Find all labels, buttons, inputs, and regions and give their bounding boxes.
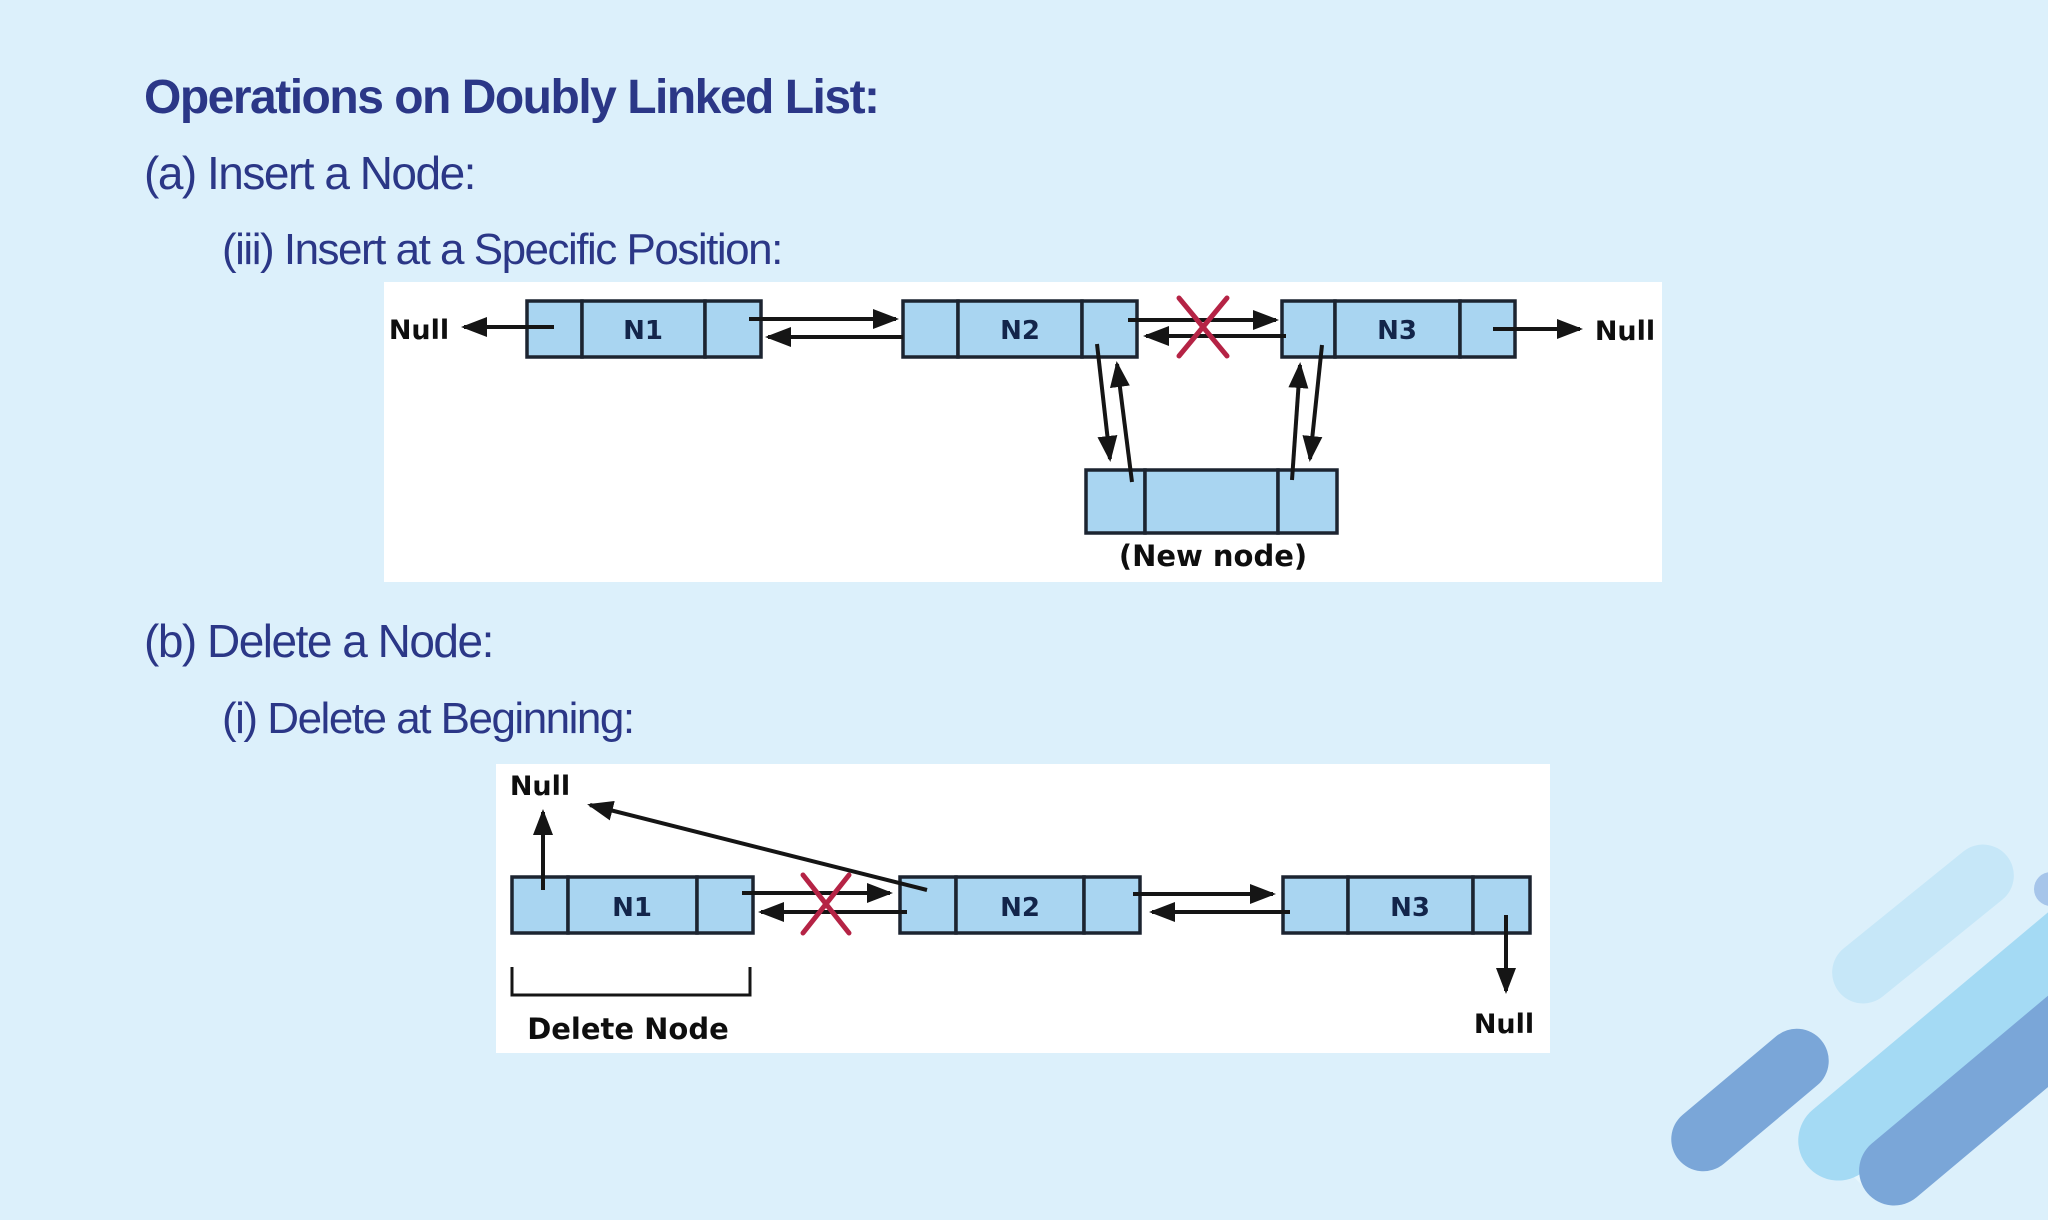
new-node-prev-cell: [1084, 468, 1147, 535]
heading-delete-node: (b) Delete a Node:: [144, 615, 494, 667]
insert-diagram-panel: N1 N2 N3: [384, 282, 1662, 582]
broken-link-x-icon: [800, 872, 852, 936]
n2-to-new-node-arrow: [1095, 343, 1118, 462]
delete-node-bracket: [510, 967, 752, 997]
node-n2: N2: [898, 875, 1142, 935]
delete-diagram: N1 N2 N3 Null Null Delete Node: [510, 771, 1534, 1046]
new-node-data-cell: [1143, 468, 1280, 535]
page-title: Operations on Doubly Linked List:: [144, 71, 880, 124]
decor-steel-bar-right: [1844, 950, 2048, 1220]
node-n2: N2: [901, 299, 1139, 359]
null-bottom-label: Null: [1474, 1009, 1534, 1040]
heading-delete-at-beginning: (i) Delete at Beginning:: [222, 694, 635, 743]
n1-next-cell: [695, 875, 755, 935]
n2-next-cell: [1082, 875, 1142, 935]
n3-to-new-node-arrow: [1302, 344, 1324, 462]
node-n1: N1: [525, 299, 763, 359]
decor-cyan-bar: [1781, 863, 2048, 1197]
new-node-next-to-n3-arrow: [1288, 362, 1309, 481]
n3-prev-cell: [1281, 875, 1350, 935]
delete-node-caption: Delete Node: [527, 1012, 729, 1046]
n1-label: N1: [623, 316, 663, 346]
null-right-label: Null: [1595, 316, 1655, 347]
n2-label: N2: [1000, 893, 1040, 923]
heading-insert-node: (a) Insert a Node:: [144, 147, 476, 199]
new-node-caption: (New node): [1119, 539, 1307, 573]
n1-data-cell: [566, 875, 699, 935]
n1-prev-cell: [510, 875, 570, 935]
n2-next-cell: [1080, 299, 1139, 359]
insert-diagram: N1 N2 N3: [389, 295, 1655, 573]
decor-steel-bar-small: [1658, 1015, 1842, 1185]
decor-pale-bar: [1819, 831, 2027, 1017]
n2-label: N2: [1000, 316, 1040, 346]
n1-next-cell: [703, 299, 763, 359]
n1-label: N1: [612, 893, 652, 923]
n3-next-cell: [1471, 875, 1532, 935]
n2-data-cell: [954, 875, 1086, 935]
heading-insert-specific-position: (iii) Insert at a Specific Position:: [222, 225, 783, 274]
node-n3: N3: [1280, 299, 1517, 359]
node-n1: N1: [510, 875, 755, 935]
n3-label: N3: [1390, 893, 1430, 923]
null-top-label: Null: [510, 771, 570, 802]
new-node-next-cell: [1276, 468, 1339, 535]
decor-faint-bar: [1821, 803, 2048, 1209]
n2-prev-to-null-arrow: [587, 800, 928, 892]
n3-prev-cell: [1280, 299, 1337, 359]
broken-link-x-icon: [1176, 295, 1230, 359]
new-node-prev-to-n2-arrow: [1109, 361, 1134, 483]
slide: { "slide": { "title": "Operations on Dou…: [144, 71, 2048, 1220]
decor-circle: [2034, 872, 2048, 906]
null-left-label: Null: [389, 315, 449, 346]
n1-data-cell: [580, 299, 707, 359]
delete-diagram-panel: N1 N2 N3 Null Null Delete Node: [496, 764, 1550, 1053]
node-n3: N3: [1281, 875, 1532, 935]
n2-prev-cell: [901, 299, 960, 359]
n3-label: N3: [1377, 316, 1417, 346]
new-node: [1084, 468, 1339, 535]
